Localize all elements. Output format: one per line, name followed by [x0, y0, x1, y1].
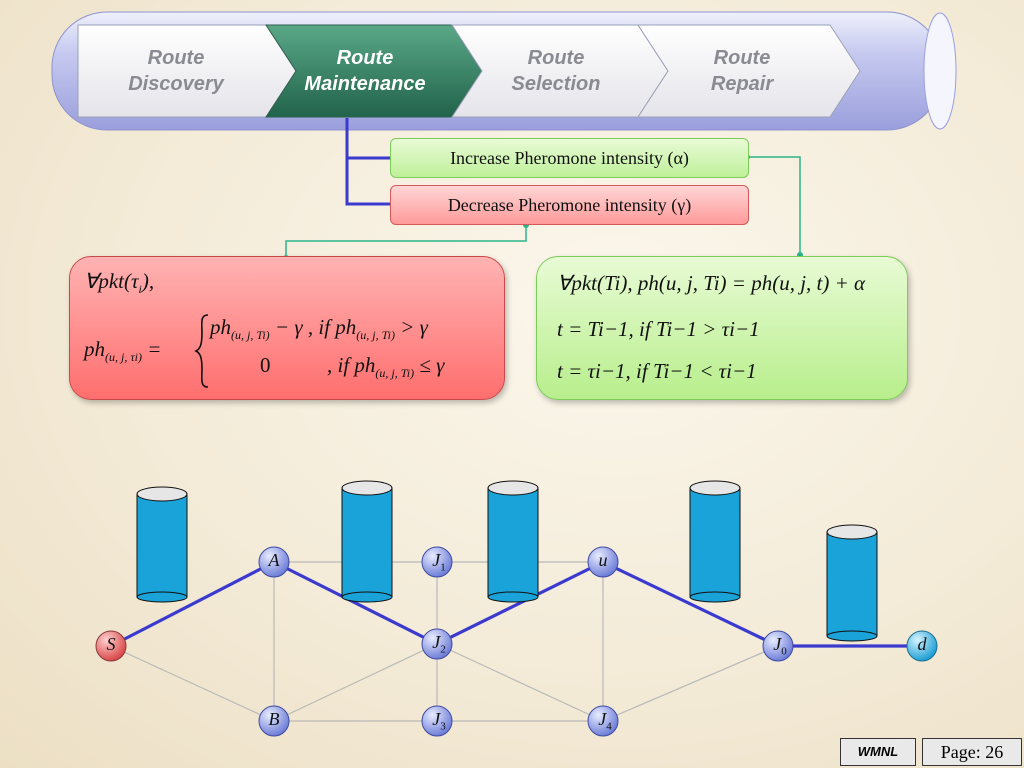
node-J0[interactable] [762, 630, 794, 662]
node-label-S: S [106, 634, 116, 654]
node-J4[interactable] [587, 705, 619, 737]
node-label-J0: J0 [773, 634, 787, 658]
node-label-B: B [268, 709, 280, 729]
node-J3[interactable] [421, 705, 453, 737]
increase-pheromone-label: Increase Pheromone intensity (α) [450, 148, 689, 168]
node-label-J2: J2 [432, 632, 446, 656]
node-label-A: A [268, 550, 280, 570]
decrease-pheromone-label: Decrease Pheromone intensity (γ) [447, 195, 692, 215]
node-label-d: d [917, 634, 927, 654]
decrease-pheromone-box: Decrease Pheromone intensity (γ) [390, 185, 749, 225]
left-brace-icon [194, 314, 209, 388]
pheromone-cylinder-4 [689, 480, 741, 603]
node-label-u: u [598, 550, 608, 570]
node-u[interactable] [587, 546, 619, 578]
node-label-J1: J1 [432, 550, 446, 574]
connector-lines [283, 118, 803, 261]
active-route-path [110, 560, 922, 648]
node-d[interactable] [906, 630, 938, 662]
network-diagram [95, 480, 938, 737]
node-A[interactable] [258, 546, 290, 578]
red-formula-case1: ph(u, j, Ti) − γ , if ph(u, j, Ti) > γ [210, 315, 428, 343]
pheromone-cylinder-3 [487, 480, 539, 603]
red-formula-case2: 0 , if ph(u, j, Ti) ≤ γ [260, 353, 445, 381]
node-J2[interactable] [421, 628, 453, 660]
pheromone-cylinder-5 [826, 524, 878, 642]
step-route-repair[interactable] [637, 24, 861, 118]
red-formula-line1: ∀pkt(τi), [84, 269, 155, 297]
pheromone-cylinder-2 [341, 480, 393, 603]
footer-page-number: Page: 26 [922, 738, 1022, 766]
node-B[interactable] [258, 705, 290, 737]
decrease-formula-panel: ∀pkt(τi), ph(u, j, τi) = ph(u, j, Ti) − … [69, 256, 505, 400]
pheromone-cylinder-1 [136, 486, 188, 603]
node-J1[interactable] [421, 546, 453, 578]
node-label-J3: J3 [432, 709, 446, 733]
process-banner [51, 11, 957, 131]
node-label-J4: J4 [598, 709, 612, 733]
green-formula-line3: t = τi−1, if Ti−1 < τi−1 [557, 359, 757, 383]
node-S[interactable] [95, 630, 127, 662]
increase-formula-panel: ∀pkt(Ti), ph(u, j, Ti) = ph(u, j, t) + α… [536, 256, 908, 400]
increase-pheromone-box: Increase Pheromone intensity (α) [390, 138, 749, 178]
red-formula-lhs: ph(u, j, τi) = [84, 337, 162, 365]
footer-brand: WMNL [840, 738, 916, 766]
green-formula-line1: ∀pkt(Ti), ph(u, j, Ti) = ph(u, j, t) + α [557, 271, 866, 295]
green-formula-line2: t = Ti−1, if Ti−1 > τi−1 [557, 317, 760, 341]
